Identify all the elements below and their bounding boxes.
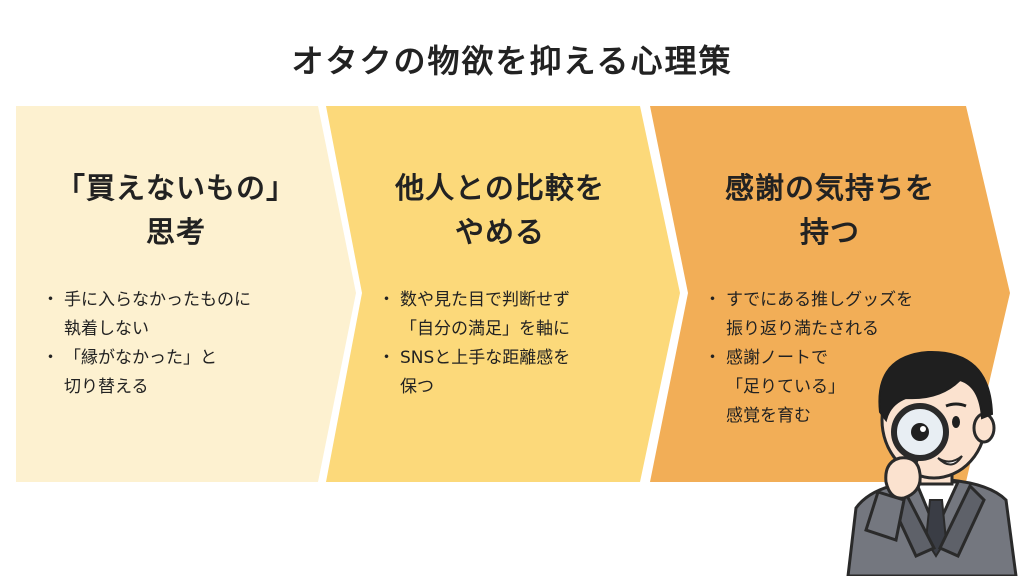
step-1-bullets: ・ 手に入らなかったものに 執着しない ・ 「縁がなかった」と 切り替える xyxy=(42,286,251,402)
step-2-title-line-1: 他人との比較を xyxy=(395,171,605,205)
step-1-title-line-1: 「買えないもの」 xyxy=(55,171,296,205)
step-3-title-line-1: 感謝の気持ちを xyxy=(724,171,935,205)
bullet-marker: ・ xyxy=(704,290,721,310)
step-2-bullets: ・ 数や見た目で判断せず 「自分の満足」を軸に ・ SNSと上手な距離感を 保つ xyxy=(378,286,570,402)
eyebrow xyxy=(945,402,967,408)
bullet-marker: ・ xyxy=(42,348,59,368)
page-title: オタクの物欲を抑える心理策 xyxy=(291,42,733,80)
step-3-title: 感謝の気持ちを 持つ xyxy=(680,166,980,254)
step-3-title-line-2: 持つ xyxy=(799,215,860,249)
step-3-bullet-2: ・ 感謝ノートで 「足りている」 感覚を育む xyxy=(704,344,913,431)
step-1-bullet-1: ・ 手に入らなかったものに 執着しない xyxy=(42,286,251,344)
step-2-bullet-1: ・ 数や見た目で判断せず 「自分の満足」を軸に xyxy=(378,286,570,344)
bullet-marker: ・ xyxy=(42,290,59,310)
bullet-marker: ・ xyxy=(378,290,395,310)
bullet-marker: ・ xyxy=(378,348,395,368)
chevron-step-1 xyxy=(16,106,356,482)
step-2-title-line-2: やめる xyxy=(454,215,545,249)
step-3-bullet-1: ・ すでにある推しグッズを 振り返り満たされる xyxy=(704,286,913,344)
magnified-eye-highlight xyxy=(920,426,926,432)
eye xyxy=(952,416,960,428)
step-1-bullet-2: ・ 「縁がなかった」と 切り替える xyxy=(42,344,251,402)
hair xyxy=(878,350,994,423)
step-1-title-line-2: 思考 xyxy=(145,215,206,249)
step-3-bullets: ・ すでにある推しグッズを 振り返り満たされる ・ 感謝ノートで 「足りている」… xyxy=(704,286,913,431)
magnified-eye xyxy=(911,423,929,441)
sleeve xyxy=(864,490,906,542)
step-2-bullet-2: ・ SNSと上手な距離感を 保つ xyxy=(378,344,570,402)
step-1-title: 「買えないもの」 思考 xyxy=(16,166,336,254)
bullet-marker: ・ xyxy=(704,348,721,368)
step-2-title: 他人との比較を やめる xyxy=(350,166,650,254)
mouth xyxy=(937,455,963,466)
hand xyxy=(884,456,922,500)
chevron-step-2 xyxy=(326,106,680,482)
lapel-right xyxy=(937,483,986,558)
